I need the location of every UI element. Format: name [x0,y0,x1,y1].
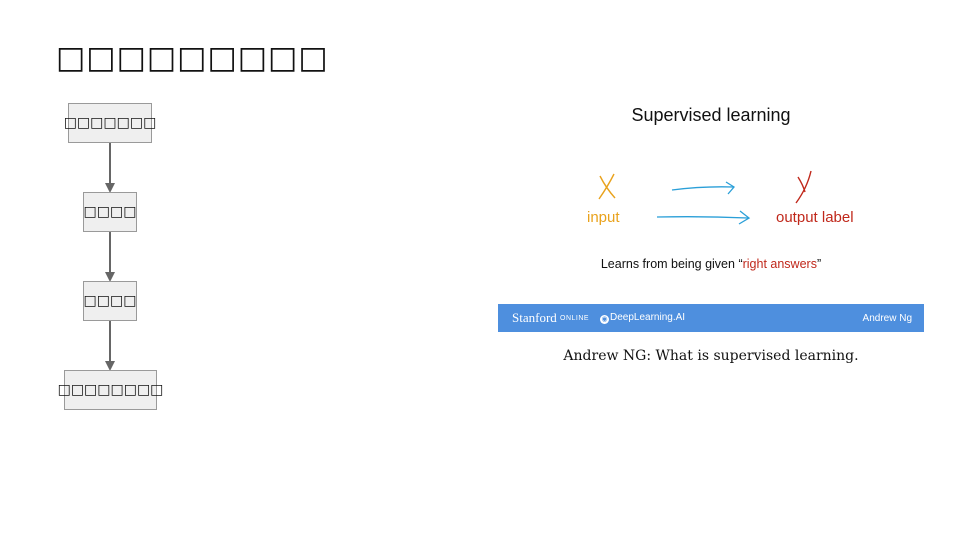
bottom-arrow-head [738,210,751,225]
flow-node-3: □□□□ [83,281,137,321]
supervised-learning-figure: Supervised learning input output label L… [498,88,924,333]
figure-caption: Andrew NG: What is supervised learning. [563,348,859,364]
y-symbol [797,176,806,193]
flow-node-1: □□□□□□□ [64,103,156,143]
x-symbol [598,173,615,200]
flow-node-4: □□□□□□□□ [58,370,163,410]
slide-title: □□□□□□□□□ [56,40,329,76]
deeplearning-logo: ◉DeepLearning.AI [600,312,685,324]
learns-prefix: Learns from being given “ [600,257,743,271]
stanford-logo: Stanford [512,310,557,325]
deeplearning-label: DeepLearning.AI [610,312,686,323]
figure-title: Supervised learning [631,105,791,125]
flow-node-2: □□□□ [83,192,137,232]
deeplearning-icon: ◉ [600,315,609,324]
figure-sketch [598,170,812,225]
bottom-arrow [656,216,749,219]
top-arrow-head [725,181,735,195]
learns-suffix: ” [816,257,822,271]
output-label: output label [776,209,854,226]
y-symbol [795,170,812,204]
learns-text: Learns from being given “right answers” [498,257,924,271]
banner-author: Andrew Ng [862,313,912,324]
top-arrow [671,186,735,191]
course-banner: Stanford ONLINE ◉DeepLearning.AI Andrew … [498,304,924,332]
online-label: ONLINE [560,315,590,322]
input-label: input [587,209,620,226]
right-answers-text: right answers [742,257,817,271]
